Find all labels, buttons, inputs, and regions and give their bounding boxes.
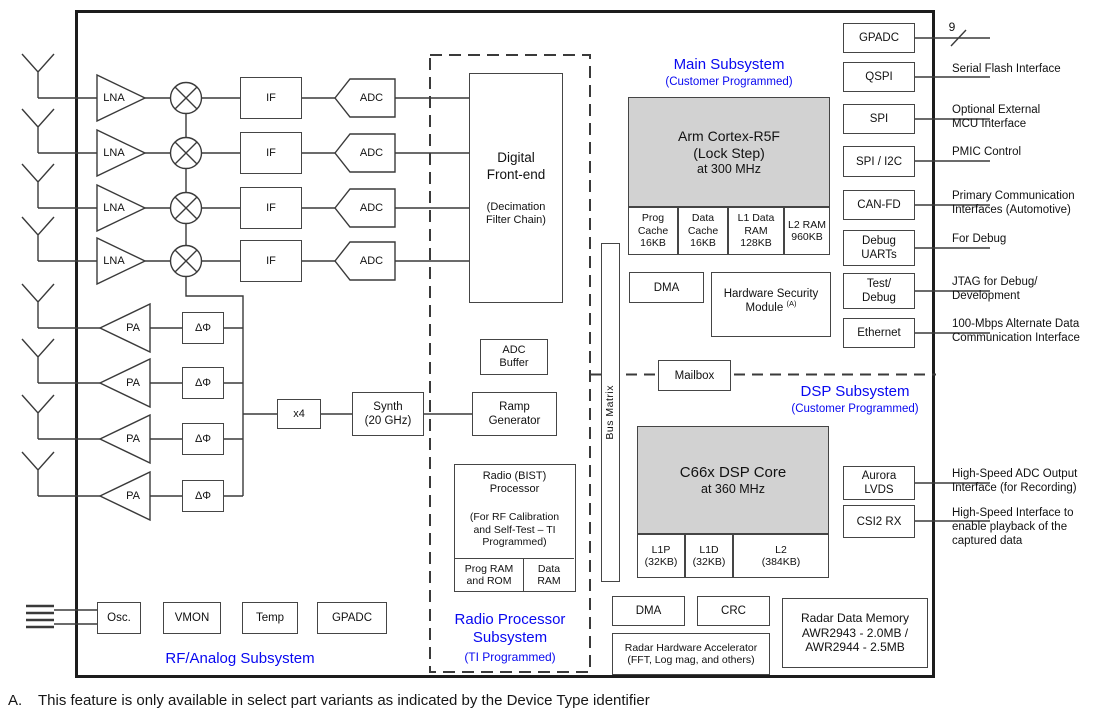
csi2-rx-block: CSI2 RX — [843, 505, 915, 538]
phase-shifter-block: ΔΦ — [182, 423, 224, 455]
lna-label: LNA — [103, 146, 125, 159]
if-block: IF — [240, 77, 302, 119]
adc-label: ADC — [359, 254, 384, 267]
mem-l1-data-ram: L1 Data RAM 128KB — [728, 207, 784, 255]
spi-i2c-desc: PMIC Control — [952, 146, 1022, 158]
pa-label: PA — [126, 376, 140, 389]
bist-prog-ram: Prog RAM and ROM — [455, 559, 524, 591]
if-block: IF — [240, 187, 302, 229]
main-subsystem-subtitle: (Customer Programmed) — [665, 75, 793, 88]
if-block: IF — [240, 240, 302, 282]
spi-block: SPI — [843, 104, 915, 134]
adc-buffer-block: ADC Buffer — [480, 339, 548, 375]
hsm-line2: Module — [745, 301, 787, 314]
mem-l2-ram: L2 RAM 960KB — [784, 207, 830, 255]
crystal-icon — [26, 604, 54, 629]
radar-data-memory-block: Radar Data Memory AWR2943 - 2.0MB / AWR2… — [782, 598, 928, 668]
dsp-mem-l1p: L1P (32KB) — [637, 534, 685, 578]
footnote-text: This feature is only available in select… — [38, 692, 650, 709]
radar-hw-accelerator-block: Radar Hardware Accelerator (FFT, Log mag… — [612, 633, 770, 675]
hsm-line1: Hardware Security — [723, 287, 819, 300]
adc-label: ADC — [359, 201, 384, 214]
adc-label: ADC — [359, 146, 384, 159]
aurora-desc: High-Speed ADC Output Interface (for Rec… — [952, 468, 1078, 494]
lna-label: LNA — [103, 91, 125, 104]
dfe-subtitle: (Decimation Filter Chain) — [486, 201, 546, 226]
bist-title: Radio (BIST) Processor — [482, 470, 547, 495]
bus-matrix-label: Bus Matrix — [604, 385, 617, 440]
radio-subsystem-label: Radio Processor Subsystem — [454, 611, 566, 646]
radio-subsystem-sublabel: (TI Programmed) — [464, 649, 556, 664]
mem-data-cache: Data Cache 16KB — [678, 207, 728, 255]
temp-block: Temp — [242, 602, 298, 634]
hsm-footnote-ref: (A) — [786, 298, 797, 308]
ramp-generator-block: Ramp Generator — [472, 392, 557, 436]
multiplier-x4-block: x4 — [277, 399, 321, 429]
dsp-mem-l2: L2 (384KB) — [733, 534, 829, 578]
bist-memory-row: Prog RAM and ROM Data RAM — [455, 558, 574, 591]
bus-matrix-block: Bus Matrix — [601, 243, 620, 582]
crc-block: CRC — [697, 596, 770, 626]
phase-shifter-block: ΔΦ — [182, 367, 224, 399]
rf-analog-subsystem-label: RF/Analog Subsystem — [165, 650, 315, 667]
test-debug-desc: JTAG for Debug/ Development — [952, 276, 1038, 302]
phase-shifter-block: ΔΦ — [182, 312, 224, 344]
pa-label: PA — [126, 432, 140, 445]
synth-block: Synth (20 GHz) — [352, 392, 424, 436]
cpu-mode: (Lock Step) — [693, 144, 765, 161]
bist-data-ram: Data RAM — [537, 562, 561, 588]
mem-prog-cache: Prog Cache 16KB — [628, 207, 678, 255]
debug-uarts-block: Debug UARTs — [843, 230, 915, 266]
gpadc-io-block: GPADC — [843, 23, 915, 53]
spi-desc: Optional External MCU Interface — [952, 104, 1041, 130]
bist-subtitle: (For RF Calibration and Self-Test – TI P… — [469, 511, 560, 548]
digital-front-end-block: Digital Front-end (Decimation Filter Cha… — [469, 73, 563, 303]
arm-cortex-r5f-block: Arm Cortex-R5F (Lock Step) at 300 MHz — [628, 97, 830, 207]
csi2-desc: High-Speed Interface to enable playback … — [952, 507, 1074, 547]
mailbox-block: Mailbox — [658, 360, 731, 391]
can-fd-block: CAN-FD — [843, 190, 915, 220]
dsp-dma-block: DMA — [612, 596, 685, 626]
main-dma-block: DMA — [629, 272, 704, 303]
qspi-desc: Serial Flash Interface — [952, 63, 1061, 75]
phase-shifter-block: ΔΦ — [182, 480, 224, 512]
ethernet-desc: 100-Mbps Alternate Data Communication In… — [952, 318, 1080, 344]
lna-label: LNA — [103, 201, 125, 214]
osc-block: Osc. — [97, 602, 141, 634]
dsp-clock: at 360 MHz — [701, 481, 765, 496]
ethernet-block: Ethernet — [843, 318, 915, 348]
dfe-title: Digital Front-end — [486, 150, 546, 182]
radio-bist-processor-block: Radio (BIST) Processor (For RF Calibrati… — [454, 464, 576, 592]
cpu-clock: at 300 MHz — [697, 161, 761, 176]
pa-label: PA — [126, 489, 140, 502]
test-debug-block: Test/ Debug — [843, 273, 915, 309]
dsp-mem-l1d: L1D (32KB) — [685, 534, 733, 578]
aurora-lvds-block: Aurora LVDS — [843, 466, 915, 500]
lna-label: LNA — [103, 254, 125, 267]
dsp-name: C66x DSP Core — [679, 463, 787, 481]
spi-i2c-block: SPI / I2C — [843, 146, 915, 177]
pa-label: PA — [126, 321, 140, 334]
gpadc-rf-block: GPADC — [317, 602, 387, 634]
hardware-security-module-block: Hardware Security Module (A) — [711, 272, 831, 337]
dsp-subsystem-subtitle: (Customer Programmed) — [791, 402, 919, 415]
adc-label: ADC — [359, 91, 384, 104]
can-fd-desc: Primary Communication Interfaces (Automo… — [952, 190, 1075, 216]
debug-uarts-desc: For Debug — [952, 233, 1007, 245]
vmon-block: VMON — [163, 602, 221, 634]
if-block: IF — [240, 132, 302, 174]
c66x-dsp-core-block: C66x DSP Core at 360 MHz — [637, 426, 829, 534]
qspi-block: QSPI — [843, 62, 915, 92]
cpu-name: Arm Cortex-R5F — [678, 127, 780, 144]
gpadc-bus-width-label: 9 — [948, 20, 956, 35]
footnote-marker: A. — [8, 692, 23, 709]
main-subsystem-title: Main Subsystem — [673, 55, 785, 73]
dsp-subsystem-title: DSP Subsystem — [800, 382, 910, 400]
